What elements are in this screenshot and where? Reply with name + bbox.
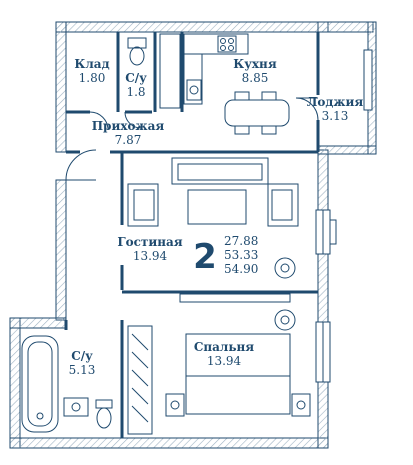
full-area: 54.90 xyxy=(224,262,258,276)
kitchen-fixtures xyxy=(183,33,290,135)
interior-walls xyxy=(64,32,320,438)
bedroom-name: Спальня xyxy=(194,340,254,354)
storage-name: Клад xyxy=(74,57,109,71)
wc-small-name: С/у xyxy=(125,71,147,85)
living-name: Гостиная xyxy=(117,235,182,249)
doors xyxy=(65,97,319,181)
area-summary: 2 27.88 53.33 54.90 xyxy=(193,234,258,277)
living-fixtures xyxy=(127,157,299,279)
windows xyxy=(315,49,373,383)
kitchen-area: 8.85 xyxy=(242,71,269,85)
hallway-area: 7.87 xyxy=(115,133,142,147)
bathroom-fixtures xyxy=(21,335,113,433)
bath-area: 5.13 xyxy=(69,363,96,377)
hallway-name: Прихожая xyxy=(92,119,165,133)
toilet-fixtures xyxy=(127,33,181,109)
loggia-area: 3.13 xyxy=(322,109,349,123)
living-area: 13.94 xyxy=(133,249,168,263)
loggia-name: Лоджия xyxy=(307,95,364,109)
bath-name: С/у xyxy=(71,349,93,363)
rooms-count: 2 xyxy=(193,237,217,277)
wc-small-area: 1.8 xyxy=(126,85,145,99)
storage-area: 1.80 xyxy=(79,71,106,85)
bedroom-area: 13.94 xyxy=(207,354,242,368)
total-area: 27.88 xyxy=(224,234,258,248)
kitchen-name: Кухня xyxy=(233,57,277,71)
living-area: 53.33 xyxy=(224,248,258,262)
room-labels: Клад 1.80 С/у 1.8 Кухня 8.85 Лоджия 3.13… xyxy=(69,57,364,377)
bedroom-fixtures xyxy=(127,293,311,435)
